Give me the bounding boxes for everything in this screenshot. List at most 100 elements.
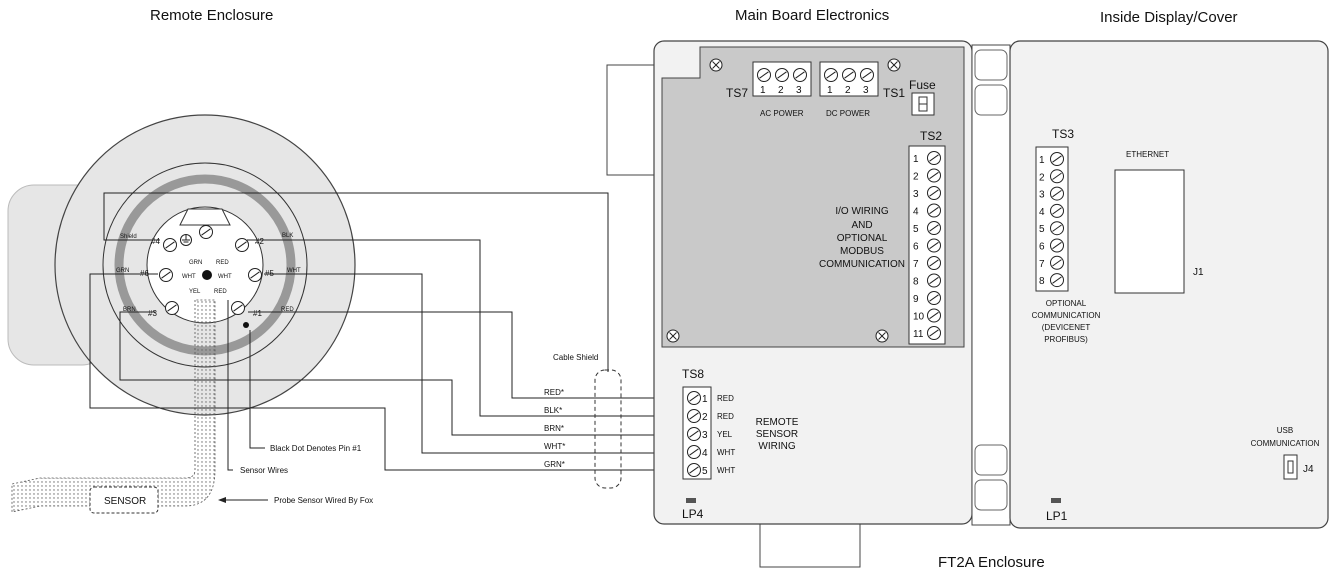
ground-icon bbox=[180, 234, 192, 246]
cable-shield-label: Cable Shield bbox=[553, 353, 598, 362]
ts8-screw bbox=[687, 445, 701, 459]
lp1-led-icon bbox=[1051, 498, 1061, 503]
ts2-screw bbox=[927, 221, 941, 235]
pin2-label: #2 bbox=[255, 237, 264, 246]
ts8-screw bbox=[687, 427, 701, 441]
dc-power-label: DC POWER bbox=[826, 109, 870, 118]
io-text-4: MODBUS bbox=[840, 246, 884, 257]
side-bracket bbox=[606, 64, 656, 176]
ts2-number: 4 bbox=[913, 207, 919, 218]
ts8-number: 5 bbox=[702, 466, 708, 477]
pin4-label: #4 bbox=[151, 237, 160, 246]
ts3-number: 7 bbox=[1039, 259, 1045, 270]
fuse-label: Fuse bbox=[909, 78, 936, 92]
inner-wht-left: WHT bbox=[182, 274, 196, 280]
inner-red2: RED bbox=[214, 289, 227, 295]
usb-text-1: USB bbox=[1277, 426, 1293, 435]
ts7-num-3: 3 bbox=[796, 85, 802, 96]
ts8-wire-out: RED bbox=[717, 394, 734, 403]
ts2-number: 7 bbox=[913, 259, 919, 270]
hinge-knuckle-4 bbox=[974, 479, 1008, 511]
pin2-screw bbox=[235, 238, 249, 252]
wire-wht: WHT bbox=[287, 268, 301, 274]
ts3-screw bbox=[1050, 221, 1064, 236]
remote-text-1: REMOTE bbox=[756, 417, 799, 428]
ts2-number: 2 bbox=[913, 172, 919, 183]
remote-text-2: SENSOR bbox=[756, 429, 798, 440]
remote-enclosure: SENSOR #4 #2 #6 #5 #3 #1 GRN RED WHT WHT… bbox=[7, 114, 356, 514]
ts2-screw bbox=[927, 203, 941, 218]
ts7-screw-3 bbox=[793, 68, 807, 82]
ts2-screw bbox=[927, 151, 941, 165]
sensor-label: SENSOR bbox=[104, 496, 146, 507]
optional-comm-4: PROFIBUS) bbox=[1044, 335, 1088, 344]
ts3-number: 3 bbox=[1039, 190, 1045, 201]
ft2a-enclosure-title: FT2A Enclosure bbox=[938, 554, 1045, 571]
terminal-screw-top bbox=[199, 225, 213, 239]
ts2-number: 3 bbox=[913, 189, 919, 200]
black-dot-annotation: Black Dot Denotes Pin #1 bbox=[270, 444, 362, 453]
pin3-label: #3 bbox=[148, 309, 157, 318]
ts2-screw bbox=[927, 291, 941, 305]
ts1-num-2: 2 bbox=[845, 85, 851, 96]
remote-enclosure-title: Remote Enclosure bbox=[150, 7, 273, 24]
ts3-number: 8 bbox=[1039, 276, 1045, 287]
ts3-block bbox=[1035, 146, 1069, 292]
ts2-screw bbox=[927, 238, 941, 253]
usb-port-inner bbox=[1287, 460, 1294, 474]
ts1-screw-2 bbox=[842, 68, 856, 82]
ts2-number: 8 bbox=[913, 277, 919, 288]
io-text-3: OPTIONAL bbox=[837, 233, 888, 244]
ts2-number: 11 bbox=[913, 329, 924, 340]
ts1-num-3: 3 bbox=[863, 85, 869, 96]
ac-power-label: AC POWER bbox=[760, 109, 804, 118]
wire-blk: BLK bbox=[282, 233, 293, 239]
pin5-screw bbox=[248, 268, 262, 282]
pin1-screw bbox=[231, 301, 245, 315]
ts2-screw bbox=[927, 326, 941, 340]
inner-yel: YEL bbox=[189, 289, 201, 295]
ts7-num-1: 1 bbox=[760, 85, 766, 96]
ts3-number: 2 bbox=[1039, 172, 1045, 183]
hinge bbox=[971, 44, 1011, 526]
main-board-title: Main Board Electronics bbox=[735, 7, 889, 24]
ts2-screw bbox=[927, 186, 941, 200]
grn-wire bbox=[89, 273, 695, 471]
ts1-label: TS1 bbox=[883, 86, 905, 100]
ts3-screw bbox=[1050, 203, 1064, 218]
ts3-number: 1 bbox=[1039, 155, 1045, 166]
inside-display-title: Inside Display/Cover bbox=[1100, 9, 1238, 26]
j4-label: J4 bbox=[1303, 464, 1314, 475]
optional-comm-3: (DEVICENET bbox=[1042, 323, 1091, 332]
lp4-label: LP4 bbox=[682, 507, 704, 521]
ts8-screw bbox=[687, 391, 701, 405]
io-text-1: I/O WIRING bbox=[835, 206, 889, 217]
ethernet-label: ETHERNET bbox=[1126, 150, 1169, 159]
pin1-label: #1 bbox=[253, 309, 262, 318]
ts7-num-2: 2 bbox=[778, 85, 784, 96]
ts2-screw bbox=[927, 168, 941, 183]
ts8-wire-out: YEL bbox=[717, 430, 733, 439]
optional-comm-1: OPTIONAL bbox=[1046, 299, 1087, 308]
hinge-knuckle-2 bbox=[974, 84, 1008, 116]
pcb-screw-bl bbox=[666, 329, 680, 343]
probe-annotation: Probe Sensor Wired By Fox bbox=[274, 496, 373, 505]
ts8-wire-out: RED bbox=[717, 412, 734, 421]
brn-wire bbox=[119, 311, 695, 436]
probe-arrow-icon bbox=[218, 497, 226, 503]
blk-wire bbox=[247, 239, 695, 417]
ethernet-port bbox=[1114, 169, 1185, 294]
ts8-label: TS8 bbox=[682, 367, 704, 381]
ts2-number: 10 bbox=[913, 312, 925, 323]
remote-text-3: WIRING bbox=[758, 441, 795, 452]
ts8-wire-in: BRN* bbox=[544, 424, 564, 433]
ts3-label: TS3 bbox=[1052, 127, 1074, 141]
ts2-screw bbox=[927, 256, 941, 270]
pin1-black-dot bbox=[243, 322, 249, 328]
center-dot bbox=[202, 270, 212, 280]
sensor-wires-leader bbox=[227, 300, 233, 471]
wire-grn: GRN bbox=[116, 268, 129, 274]
black-dot-leader bbox=[249, 330, 265, 449]
